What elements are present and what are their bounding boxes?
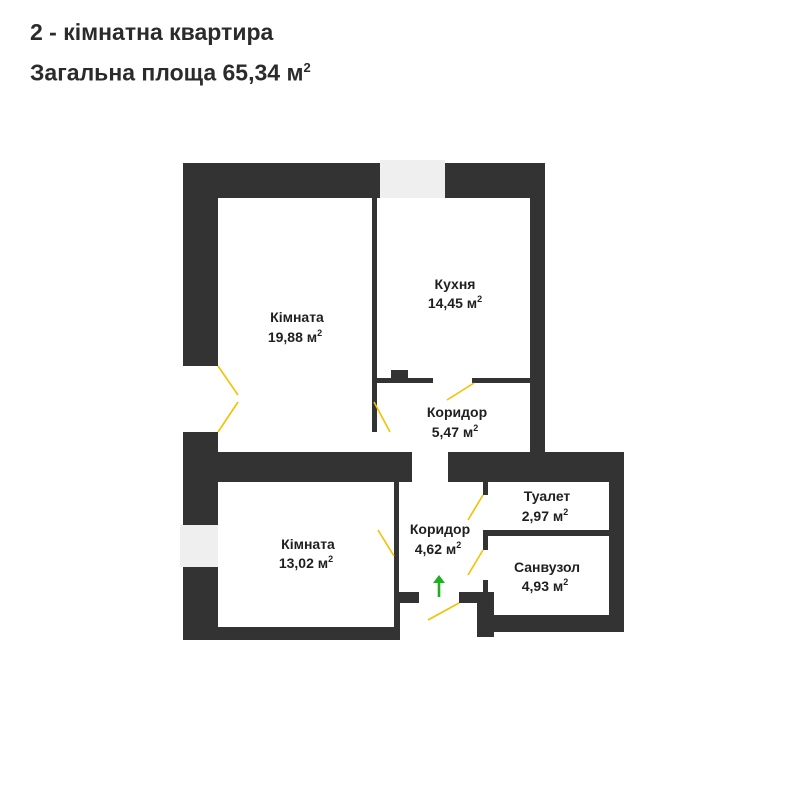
partition-bathroom-door-bottom: [483, 580, 488, 620]
room-2-name: Кімната: [281, 536, 335, 552]
door-kitchen: [446, 382, 475, 401]
partition-kitchen-bottom-right: [472, 378, 532, 383]
door-entrance: [427, 602, 460, 621]
total-area: Загальна площа 65,34 м2: [30, 50, 311, 91]
kitchen-area-value: 14,45 м: [428, 295, 477, 311]
window-kitchen: [380, 160, 445, 198]
windows: [180, 160, 445, 567]
wall-right-lower: [609, 452, 624, 632]
corridor-2-name: Коридор: [410, 521, 470, 537]
wall-bottom-left-jamb: [394, 595, 400, 640]
corridor-1-area-value: 5,47 м: [432, 424, 474, 440]
wall-top-right: [445, 163, 545, 198]
toilet-area-value: 2,97 м: [522, 508, 564, 524]
bathroom-area-value: 4,93 м: [522, 578, 564, 594]
corridor-2-area: 4,62 м2: [415, 540, 462, 557]
wall-middle-left: [183, 452, 412, 482]
partition-room2-right: [394, 480, 399, 597]
toilet-name: Туалет: [524, 488, 571, 504]
entrance-arrow-icon: [433, 575, 445, 597]
wall-left-upper: [183, 163, 218, 366]
wall-column: [391, 370, 408, 380]
room-1-name: Кімната: [270, 309, 324, 325]
wall-right-upper: [530, 163, 545, 455]
corridor-2-area-sup: 2: [456, 540, 461, 550]
wall-stub-right-door: [459, 592, 494, 603]
room-2-area: 13,02 м2: [279, 554, 333, 571]
door-toilet: [467, 494, 484, 521]
arrow-up-icon: [433, 575, 445, 583]
room-labels: Кімната 19,88 м2 Кухня 14,45 м2 Коридор …: [268, 276, 580, 594]
total-area-unit-sup: 2: [303, 60, 311, 75]
corridor-1-area: 5,47 м2: [432, 423, 479, 440]
room-1-area-sup: 2: [317, 328, 322, 338]
kitchen-area: 14,45 м2: [428, 294, 482, 311]
bathroom-area-sup: 2: [563, 577, 568, 587]
toilet-area: 2,97 м2: [522, 507, 569, 524]
toilet-area-sup: 2: [563, 507, 568, 517]
corridor-1-area-sup: 2: [473, 423, 478, 433]
walls: [183, 163, 624, 640]
room-1-area: 19,88 м2: [268, 328, 322, 345]
partition-toilet-door-top: [483, 480, 488, 495]
door-room-1: [373, 401, 391, 433]
partition-bathroom-door-top: [483, 530, 488, 550]
partition-kitchen-bottom-left: [374, 378, 433, 383]
corridor-2-area-value: 4,62 м: [415, 541, 457, 557]
apartment-title: 2 - кімнатна квартира: [30, 19, 274, 45]
doors: [217, 365, 484, 621]
partition-room-kitchen: [372, 196, 377, 432]
door-bathroom: [467, 549, 484, 576]
wall-middle-right: [448, 452, 624, 482]
partition-toilet-bathroom: [483, 530, 611, 536]
door-balcony-lower: [217, 401, 239, 433]
kitchen-name: Кухня: [435, 276, 476, 292]
bathroom-name: Санвузол: [514, 559, 580, 575]
room-2-area-value: 13,02 м: [279, 555, 328, 571]
wall-stub-left-door: [399, 592, 419, 603]
wall-bottom-right: [493, 615, 624, 632]
door-balcony-upper: [217, 365, 239, 396]
header: 2 - кімнатна квартира Загальна площа 65,…: [30, 14, 311, 91]
bathroom-area: 4,93 м2: [522, 577, 569, 594]
total-area-text: Загальна площа 65,34 м: [30, 59, 304, 86]
door-room-2: [377, 529, 395, 557]
kitchen-area-sup: 2: [477, 294, 482, 304]
wall-bottom-left: [183, 627, 400, 640]
room-1-area-value: 19,88 м: [268, 329, 317, 345]
window-room-2: [180, 525, 218, 567]
corridor-1-name: Коридор: [427, 404, 487, 420]
room-2-area-sup: 2: [328, 554, 333, 564]
